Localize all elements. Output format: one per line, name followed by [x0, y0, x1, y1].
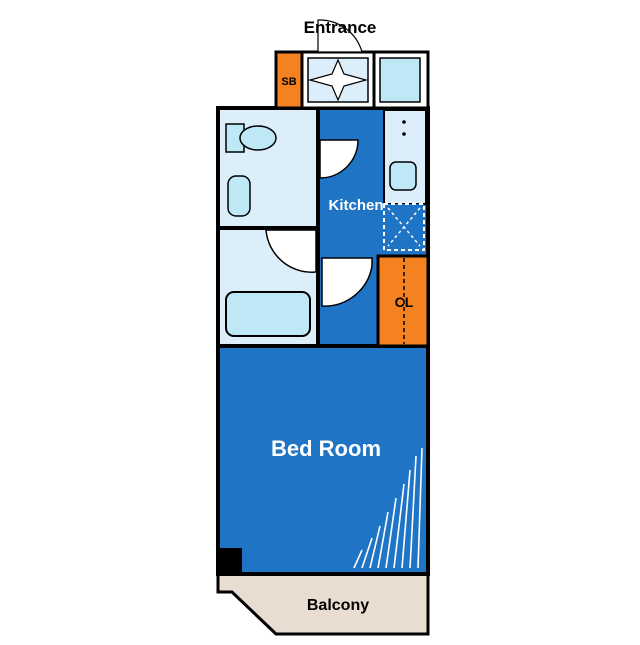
entrance-door: [317, 19, 363, 53]
faucet-dot: [402, 132, 406, 136]
column: [218, 548, 242, 574]
stove-cross: [387, 207, 421, 247]
toilet-bowl: [239, 125, 277, 151]
bathtub: [225, 291, 311, 337]
kitchen-sink: [389, 161, 417, 191]
entrance-label: Entrance: [304, 18, 377, 37]
balcony-label: Balcony: [307, 597, 369, 614]
genkan-star: [307, 58, 369, 102]
window-stripes: [353, 447, 423, 569]
hand-basin: [227, 175, 251, 217]
shoe-box-label: SB: [281, 76, 296, 88]
closet: [376, 254, 430, 348]
bedroom-floor: [216, 344, 430, 576]
faucet-dot: [402, 120, 406, 124]
storage-unit-box: [379, 57, 421, 103]
kitchen-label: Kitchen: [328, 197, 383, 214]
closet-label: CL: [395, 294, 414, 310]
bedroom-door: [321, 257, 373, 307]
bedroom-label: Bed Room: [271, 436, 381, 461]
toilet-door: [319, 139, 359, 179]
bath-door: [265, 229, 317, 273]
